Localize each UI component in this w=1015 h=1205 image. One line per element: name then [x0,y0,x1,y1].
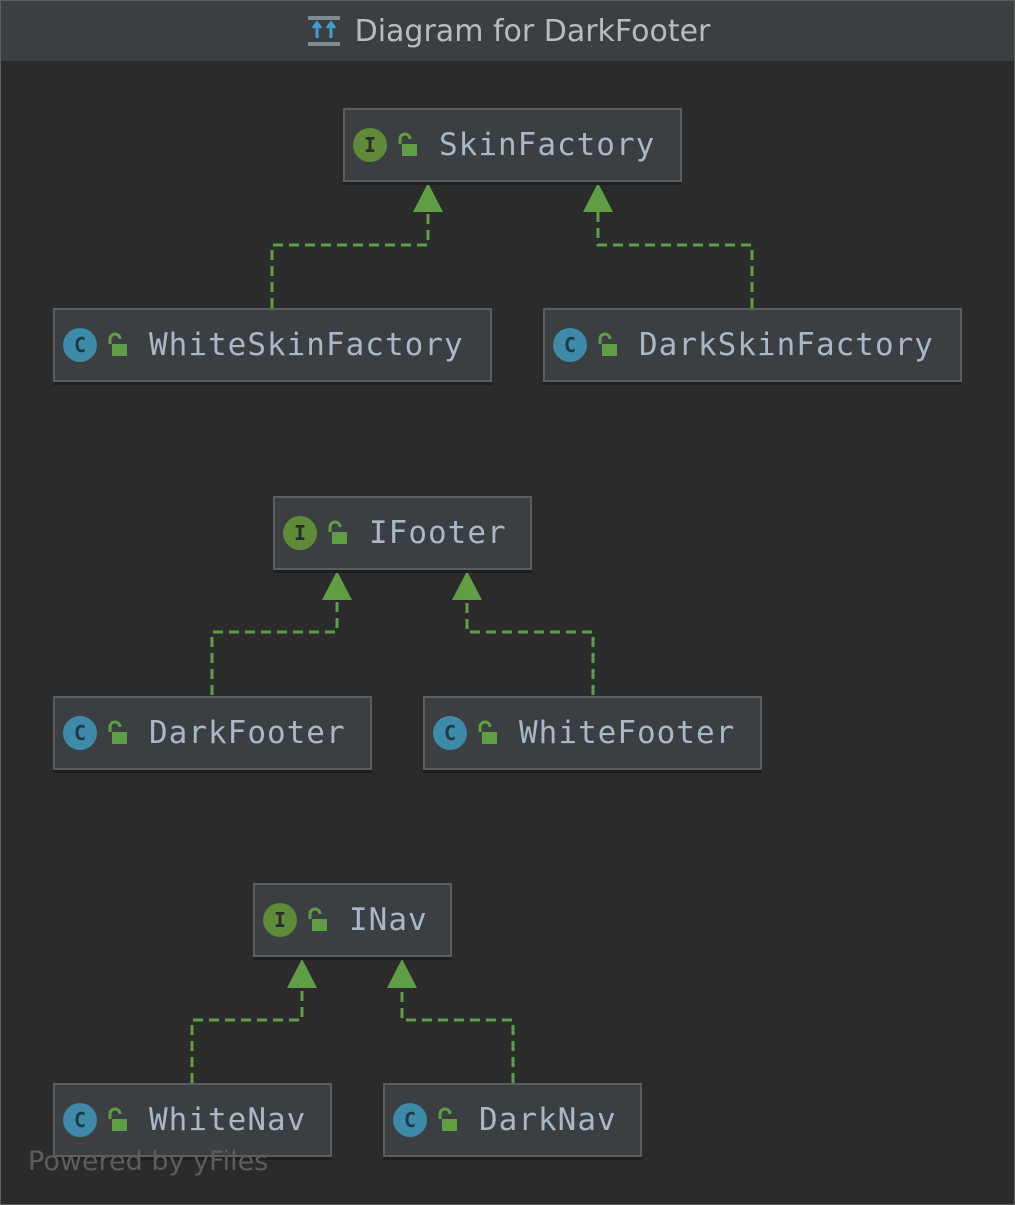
inheritance-arrowhead [322,571,352,600]
node-whitenav[interactable]: C WhiteNav [53,1083,332,1157]
node-whitefooter[interactable]: C WhiteFooter [423,696,762,770]
public-unlocked-icon [598,332,617,356]
class-icon: C [393,1103,427,1137]
node-label: DarkSkinFactory [639,327,934,363]
inheritance-arrowhead [583,183,613,212]
yfiles-watermark: Powered by yFiles [28,1146,269,1177]
node-label: SkinFactory [439,127,656,163]
interface-icon: I [263,903,297,937]
node-label: DarkFooter [149,715,346,751]
node-label: INav [349,902,428,938]
node-label: WhiteNav [149,1102,307,1138]
edge-whitefooter-ifooter [465,600,595,695]
public-unlocked-icon [438,1107,457,1131]
node-label: IFooter [369,515,507,551]
node-label: DarkNav [479,1102,617,1138]
edge-darkskinfactory-skinfactory [596,212,754,308]
interface-icon: I [283,516,317,550]
inheritance-arrowhead [452,571,482,600]
title-bar: Diagram for DarkFooter [1,1,1014,62]
edge-whitenav-inav [190,988,304,1083]
public-unlocked-icon [478,720,497,744]
node-label: WhiteSkinFactory [149,327,464,363]
node-darkfooter[interactable]: C DarkFooter [53,696,372,770]
class-icon: C [63,328,97,362]
inheritance-arrowhead [287,959,317,988]
public-unlocked-icon [108,1107,127,1131]
edge-darknav-inav [400,988,515,1083]
node-darkskinfactory[interactable]: C DarkSkinFactory [543,308,962,382]
public-unlocked-icon [308,907,327,931]
public-unlocked-icon [108,332,127,356]
edge-darkfooter-ifooter [210,600,339,695]
class-icon: C [63,1103,97,1137]
public-unlocked-icon [328,520,347,544]
interface-icon: I [353,128,387,162]
node-skinfactory[interactable]: I SkinFactory [343,108,682,182]
inheritance-arrowhead [413,183,443,212]
public-unlocked-icon [398,132,417,156]
public-unlocked-icon [108,720,127,744]
window-title: Diagram for DarkFooter [354,13,711,49]
node-darknav[interactable]: C DarkNav [383,1083,642,1157]
node-inav[interactable]: I INav [253,883,452,957]
class-icon: C [63,716,97,750]
class-icon: C [433,716,467,750]
class-icon: C [553,328,587,362]
node-label: WhiteFooter [519,715,736,751]
node-ifooter[interactable]: I IFooter [273,496,532,570]
edge-whiteskinfactory-skinfactory [270,212,430,308]
uml-diagram-icon [307,16,340,46]
inheritance-arrowhead [387,959,417,988]
node-whiteskinfactory[interactable]: C WhiteSkinFactory [53,308,492,382]
